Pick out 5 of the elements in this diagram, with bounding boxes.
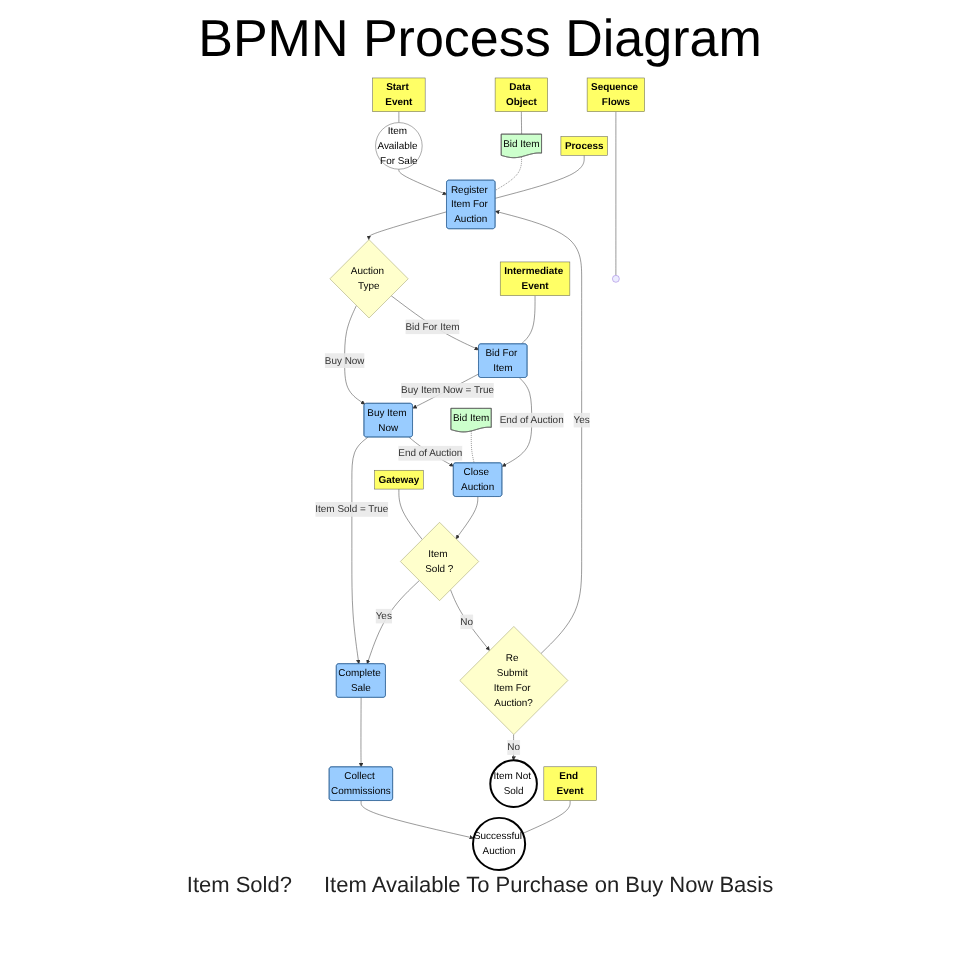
note-text: Item Sold?: [186, 874, 292, 898]
association-line: [471, 430, 475, 464]
note-text: Item Available To Purchase on Buy Now Basis: [323, 874, 774, 898]
diagram-title: BPMN Process Diagram: [196, 8, 764, 70]
association-line: [495, 156, 522, 191]
